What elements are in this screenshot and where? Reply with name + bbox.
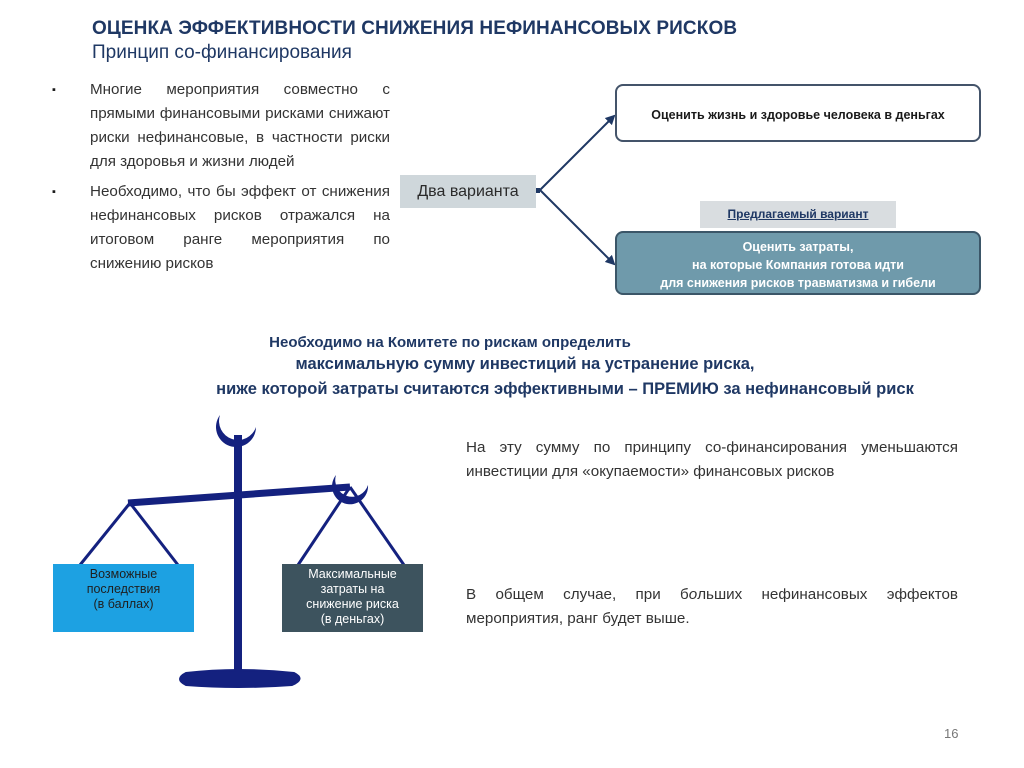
bullet-text: Необходимо, что бы эффект от снижения не… xyxy=(90,183,390,272)
arrow-to-option2 xyxy=(539,189,616,266)
option-box-cost-estimate: Оценить затраты, на которые Компания гот… xyxy=(615,231,981,295)
para-text: льших нефинансовых эффектов мероприятия,… xyxy=(466,586,959,627)
cofinancing-paragraph: На эту сумму по принципу со-финансирован… xyxy=(466,439,958,480)
option2-line: для снижения рисков травматизма и гибели xyxy=(660,276,936,290)
crescent-icon xyxy=(332,475,369,505)
proposed-variant-label: Предлагаемый вариант xyxy=(700,201,896,228)
pan-line: Возможные xyxy=(89,567,158,581)
pan-line: последствия xyxy=(86,582,161,596)
pan-line: затраты на xyxy=(320,582,385,596)
rank-paragraph: В общем случае, при больших нефинансовых… xyxy=(466,583,958,631)
bullet-list: ▪ Многие мероприятия совместно с прямыми … xyxy=(52,78,390,282)
page-subtitle: Принцип со-финансирования xyxy=(92,42,352,63)
pan-line: (в деньгах) xyxy=(320,612,385,626)
option-box-life-value: Оценить жизнь и здоровье человека в день… xyxy=(615,84,981,142)
scale-string xyxy=(78,502,132,566)
pan-line: (в баллах) xyxy=(93,597,154,611)
bullet-marker: ▪ xyxy=(52,84,56,96)
connector-dot xyxy=(535,188,540,193)
para-emphasis: о xyxy=(688,586,698,603)
bullet-marker: ▪ xyxy=(52,186,56,198)
page-number: 16 xyxy=(944,726,959,741)
pan-line: снижение риска xyxy=(306,597,399,611)
balance-scale-icon xyxy=(78,415,406,688)
arrow-to-option1 xyxy=(539,114,616,191)
scale-beam xyxy=(127,483,351,507)
option2-line: Оценить затраты, xyxy=(742,240,854,254)
para-text: В общем случае, при б xyxy=(466,586,689,603)
page-title: ОЦЕНКА ЭФФЕКТИВНОСТИ СНИЖЕНИЯ НЕФИНАНСОВ… xyxy=(92,18,738,39)
committee-line-2: максимальную сумму инвестиций на устране… xyxy=(295,355,755,373)
bullet-text: Многие мероприятия совместно с прямыми ф… xyxy=(90,81,390,170)
scale-base xyxy=(179,669,301,688)
committee-line-1: Необходимо на Комитете по рискам определ… xyxy=(269,334,631,351)
list-item: ▪ Многие мероприятия совместно с прямыми … xyxy=(52,78,390,174)
pan-line: Максимальные xyxy=(308,567,397,581)
scale-string xyxy=(128,502,180,566)
list-item: ▪ Необходимо, что бы эффект от снижения н… xyxy=(52,180,390,276)
two-variants-box: Два варианта xyxy=(400,175,536,208)
option2-line: на которые Компания готова идти xyxy=(692,258,904,272)
left-pan-consequences: Возможные последствия (в баллах) xyxy=(53,564,194,632)
committee-line-3: ниже которой затраты считаются эффективн… xyxy=(216,380,914,398)
right-pan-costs: Максимальные затраты на снижение риска (… xyxy=(282,564,423,632)
crescent-icon xyxy=(215,415,256,447)
